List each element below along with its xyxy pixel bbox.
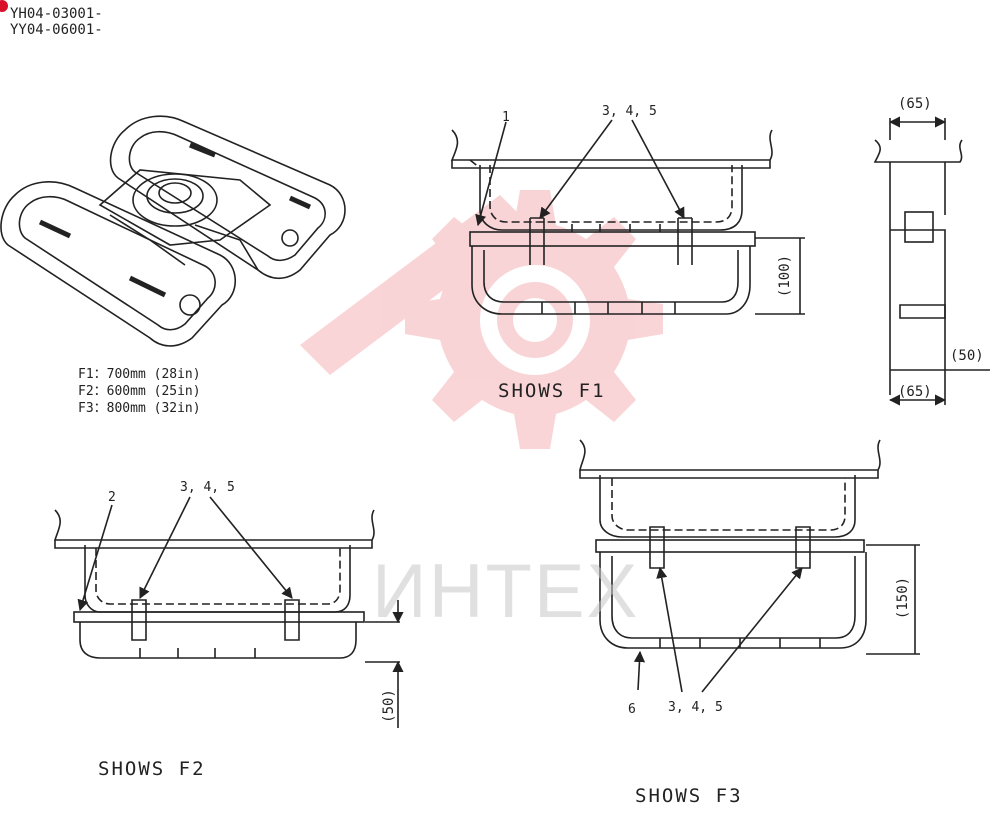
f3-part-callout: 6 <box>628 702 636 717</box>
f1-fastener-callout: 3, 4, 5 <box>602 104 657 119</box>
track-frame-iso <box>0 115 346 347</box>
model-code-2: YY04-06001- <box>10 22 103 38</box>
f3-caption: SHOWS F3 <box>635 785 743 807</box>
corner-mark <box>0 0 8 12</box>
f1-part-callout: 1 <box>502 110 510 125</box>
view-f1 <box>450 119 805 315</box>
f2-caption: SHOWS F2 <box>98 758 206 780</box>
side-dim-top: (65) <box>898 96 932 112</box>
watermark-text: ИНТЕХ <box>372 549 640 634</box>
f3-fastener-callout: 3, 4, 5 <box>668 700 723 715</box>
f2-part-callout: 2 <box>108 490 116 505</box>
view-f3 <box>579 439 920 693</box>
spec-f2: F2：600mm (25in) <box>78 384 201 399</box>
model-code-1: YH04-03001- <box>10 6 103 22</box>
side-dim-offset: (50) <box>950 348 984 364</box>
f2-fastener-callout: 3, 4, 5 <box>180 480 235 495</box>
side-dim-bottom: (65) <box>898 384 932 400</box>
view-side <box>873 116 990 406</box>
view-f2 <box>53 496 404 728</box>
watermark-logo <box>300 190 663 449</box>
f1-height-dim: (100) <box>777 254 794 298</box>
f3-height-dim: (150) <box>895 576 912 620</box>
f1-caption: SHOWS F1 <box>498 380 606 402</box>
spec-f1: F1：700mm (28in) <box>78 367 201 382</box>
f2-height-dim: (50) <box>380 689 397 723</box>
spec-f3: F3：800mm (32in) <box>78 401 201 416</box>
